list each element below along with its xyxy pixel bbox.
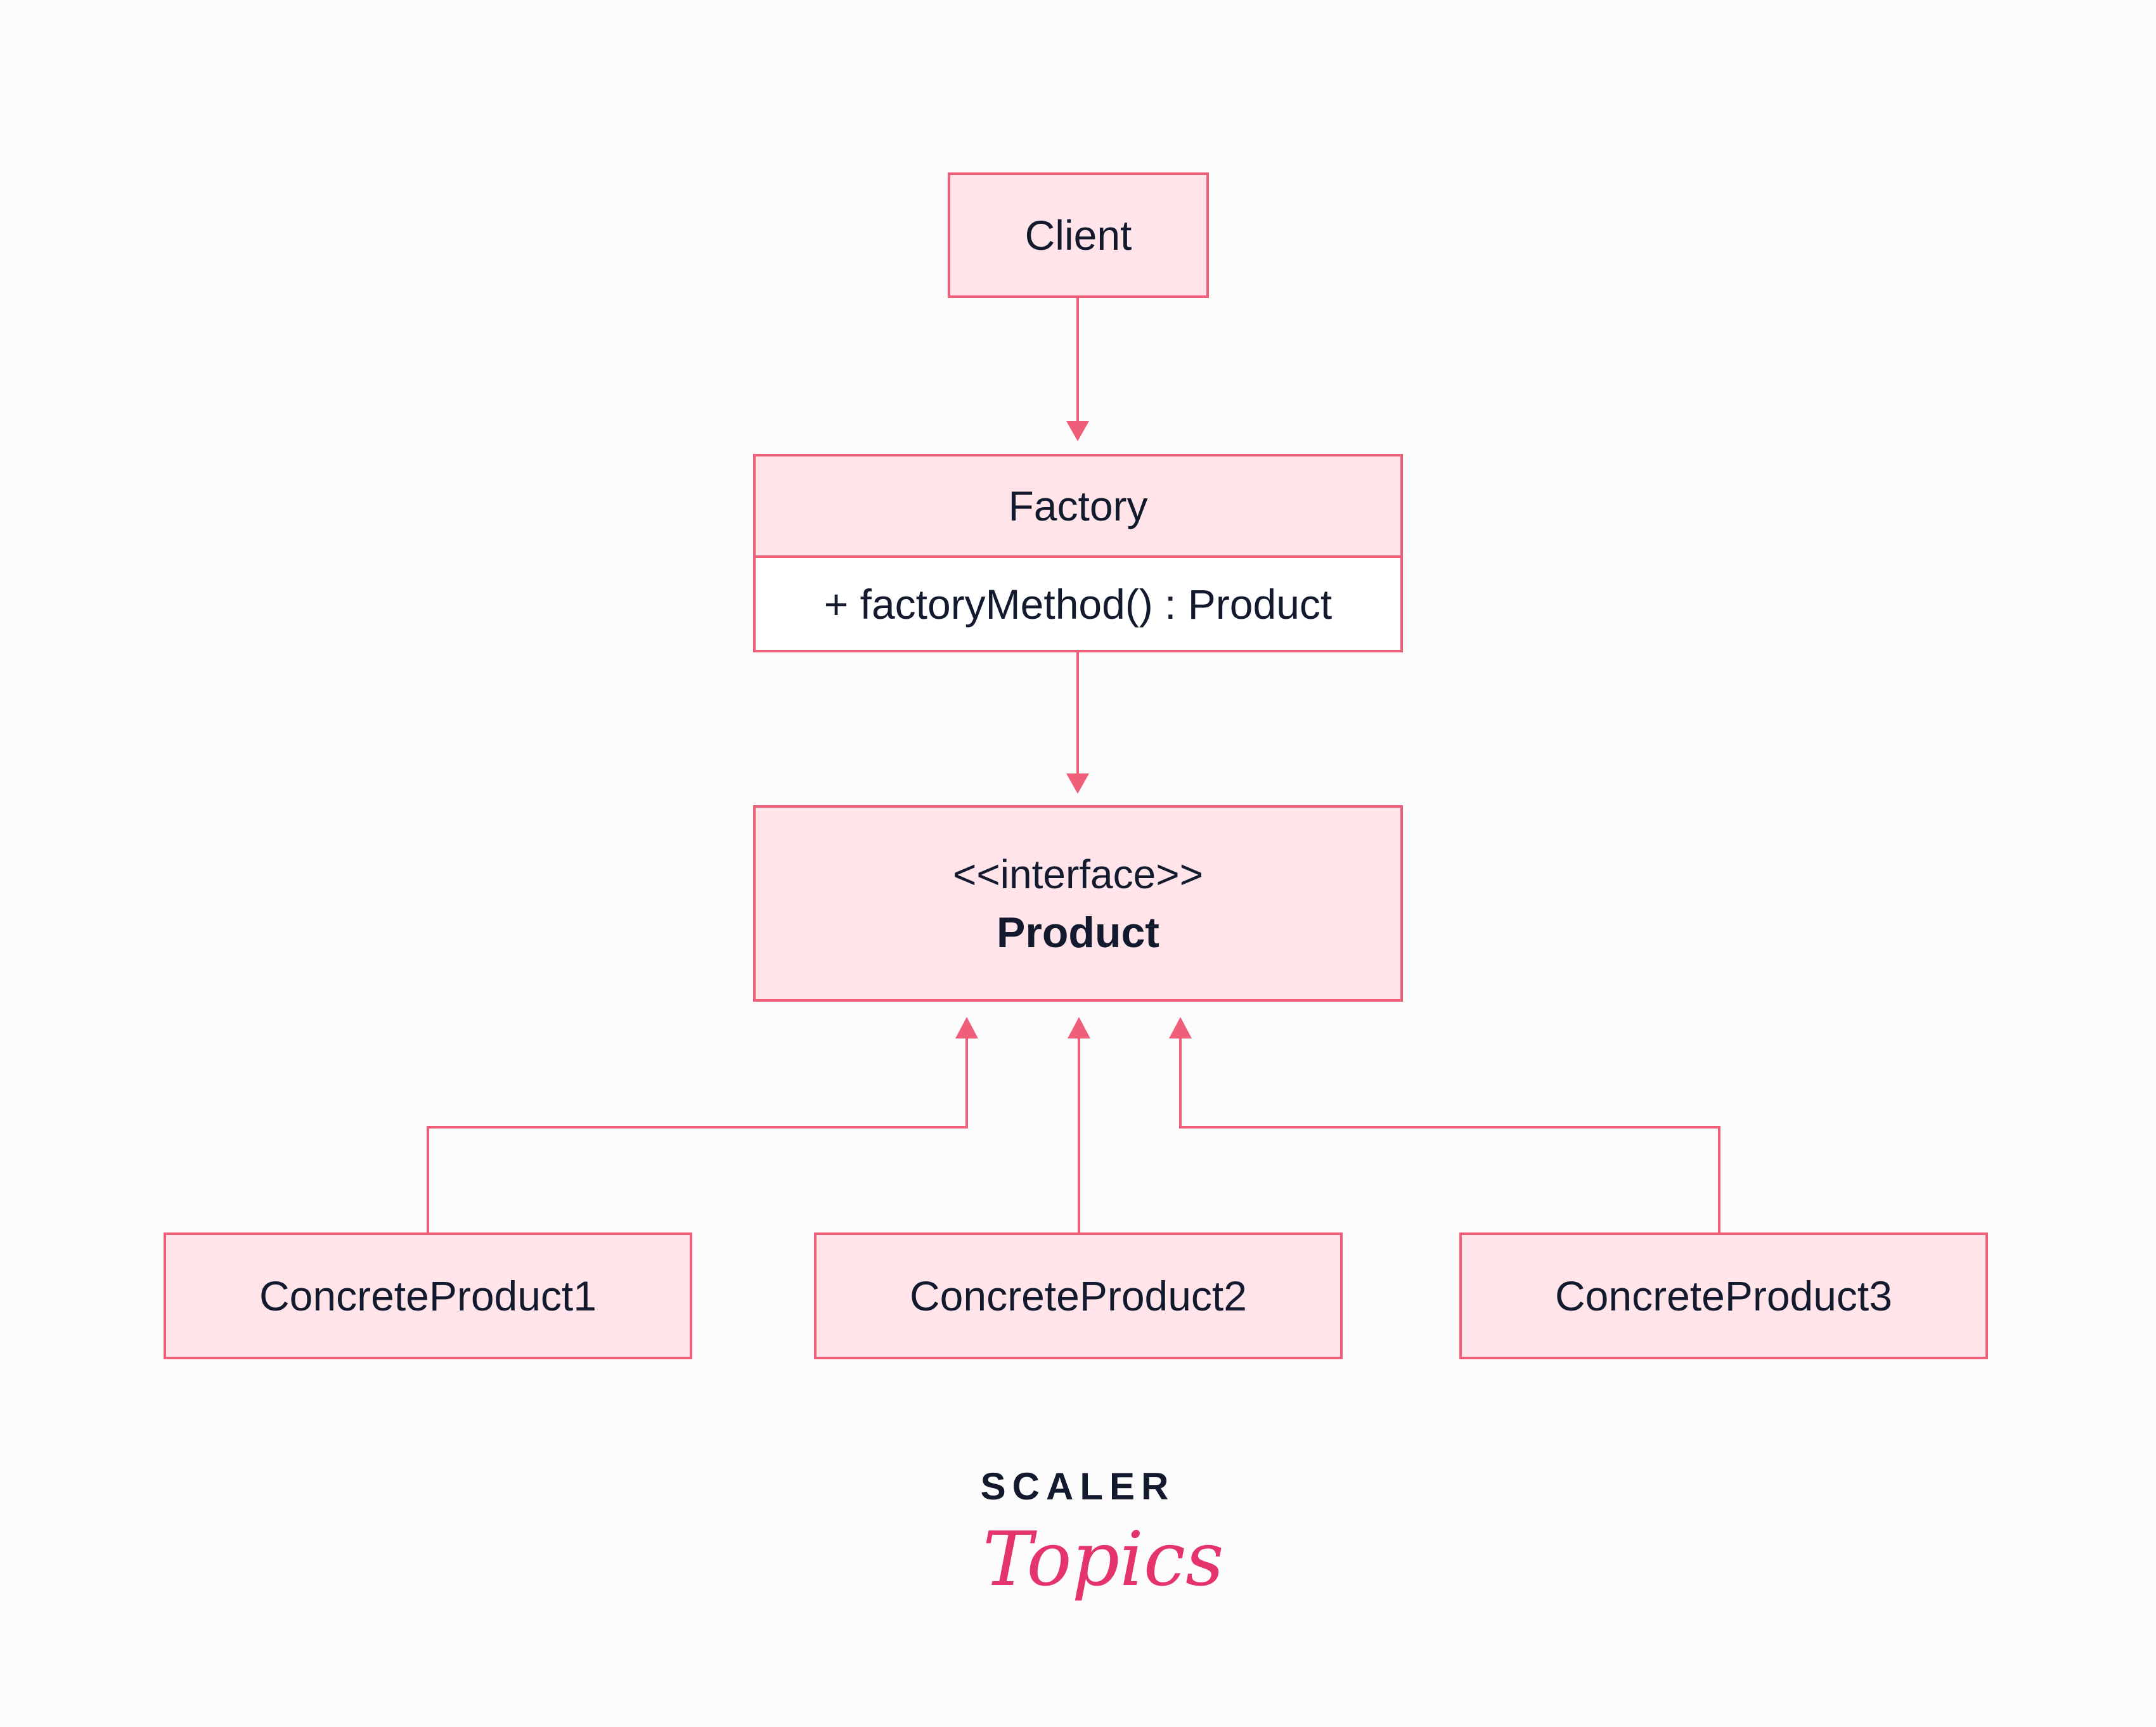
arrow-head-product — [1066, 773, 1089, 794]
product-stereotype: <<interface>> — [953, 851, 1203, 897]
client-box: Client — [948, 172, 1209, 298]
logo-topics-text: Topics — [983, 1515, 1224, 1603]
client-label: Client — [1024, 212, 1132, 259]
concrete-product-1-label: ConcreteProduct1 — [259, 1272, 597, 1319]
factory-method: + factoryMethod() : Product — [756, 558, 1400, 650]
factory-class-box: Factory + factoryMethod() : Product — [753, 454, 1403, 652]
arrow-head-concrete3 — [1169, 1017, 1192, 1038]
concrete-product-1-box: ConcreteProduct1 — [164, 1232, 692, 1359]
logo-scaler-text: SCALER — [980, 1465, 1175, 1508]
concrete-product-3-label: ConcreteProduct3 — [1555, 1272, 1892, 1319]
product-name: Product — [997, 909, 1159, 957]
concrete-product-2-box: ConcreteProduct2 — [814, 1232, 1343, 1359]
arrow-head-factory — [1066, 421, 1089, 441]
concrete-product-3-box: ConcreteProduct3 — [1459, 1232, 1988, 1359]
arrow-head-concrete2 — [1068, 1017, 1090, 1038]
concrete-product-2-label: ConcreteProduct2 — [910, 1272, 1247, 1319]
arrow-head-concrete1 — [955, 1017, 978, 1038]
product-interface-box: <<interface>> Product — [753, 805, 1403, 1002]
factory-title: Factory — [756, 456, 1400, 558]
edge-concrete1-product — [427, 1033, 968, 1232]
edge-concrete3-product — [1179, 1033, 1720, 1232]
scaler-topics-logo: SCALER Topics — [970, 1458, 1224, 1623]
